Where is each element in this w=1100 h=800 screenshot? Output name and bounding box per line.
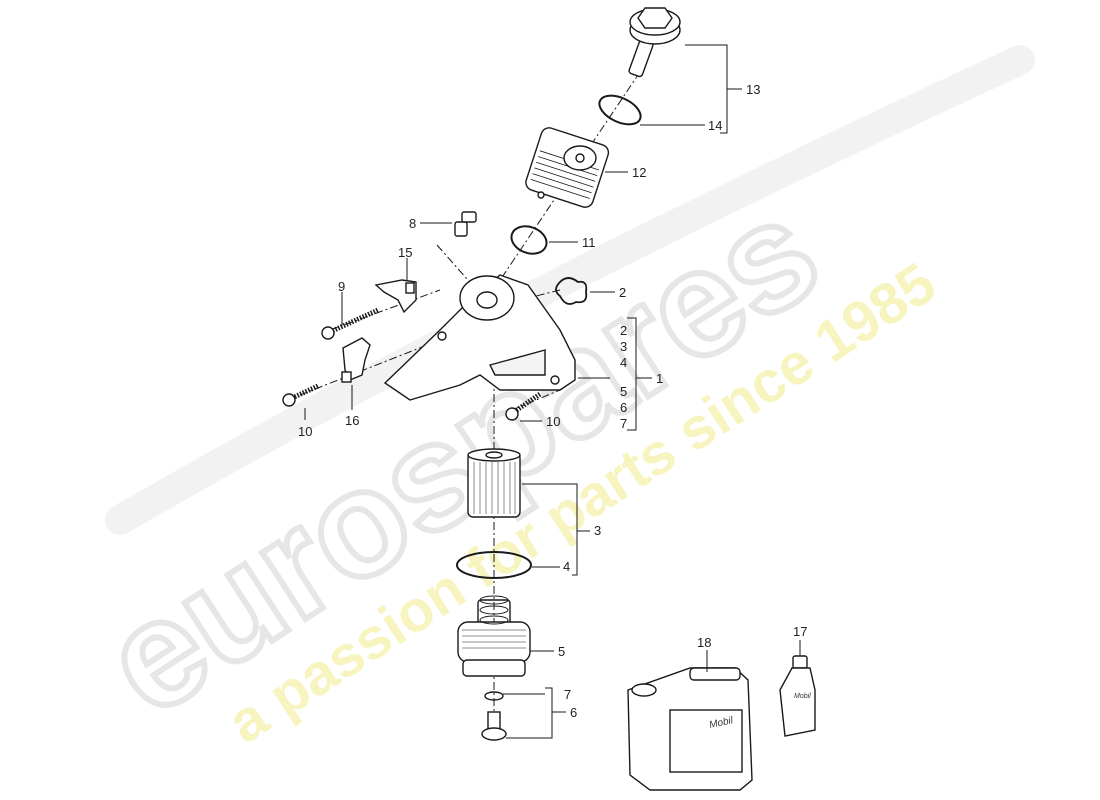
callout-11[interactable]: 11 [582,235,596,250]
callout-4-kit[interactable]: 4 [620,355,628,370]
part-2-gasket[interactable] [555,277,588,305]
callout-4[interactable]: 4 [563,559,571,574]
callout-5[interactable]: 5 [558,644,566,659]
part-14-seal-ring[interactable] [595,90,645,130]
callout-5-kit[interactable]: 5 [620,384,628,399]
callout-16[interactable]: 16 [345,413,360,428]
callout-15[interactable]: 15 [398,245,413,260]
callout-13[interactable]: 13 [746,82,761,97]
canister-brand-label: Mobil [708,715,734,731]
callout-2[interactable]: 2 [619,285,627,300]
callout-7[interactable]: 7 [564,687,572,702]
callout-10-left[interactable]: 10 [298,424,313,439]
part-15-bracket[interactable] [374,279,417,314]
callout-1[interactable]: 1 [656,371,664,386]
part-17-oil-bottle[interactable]: Mobil [779,655,816,737]
part-16-bracket[interactable] [341,337,371,383]
part-4-o-ring[interactable] [456,551,532,579]
callout-7-kit[interactable]: 7 [620,416,628,431]
part-6-drain-plug[interactable] [481,711,507,741]
callout-6[interactable]: 6 [570,705,578,720]
callout-18[interactable]: 18 [697,635,712,650]
part-11-seal-ring[interactable] [508,222,551,259]
callout-3[interactable]: 3 [594,523,602,538]
part-9-bolt[interactable] [321,307,380,340]
part-13-bolt[interactable] [628,7,681,78]
leader-lines [304,44,801,739]
callout-17[interactable]: 17 [793,624,808,639]
part-5-filter-cap[interactable] [457,595,531,677]
callout-8[interactable]: 8 [409,216,417,231]
callout-12[interactable]: 12 [632,165,647,180]
callout-2-kit[interactable]: 2 [620,323,628,338]
bottle-brand-label: Mobil [794,693,811,700]
part-12-oil-cooler[interactable] [524,126,611,209]
part-8-sensor[interactable] [454,211,477,237]
callout-10-right[interactable]: 10 [546,414,561,429]
part-1-oil-filter-housing[interactable] [383,274,576,401]
callout-3-kit[interactable]: 3 [620,339,628,354]
part-18-oil-canister[interactable]: Mobil [627,667,753,791]
part-10-bolt-left[interactable] [282,383,320,407]
callout-14[interactable]: 14 [708,118,723,133]
callout-9[interactable]: 9 [338,279,346,294]
callout-6-kit[interactable]: 6 [620,400,628,415]
part-10-bolt-right[interactable] [505,391,542,421]
parts: Mobil Mobil [282,7,816,791]
part-7-seal-ring[interactable] [484,691,504,701]
part-3-filter-element[interactable] [467,448,521,518]
